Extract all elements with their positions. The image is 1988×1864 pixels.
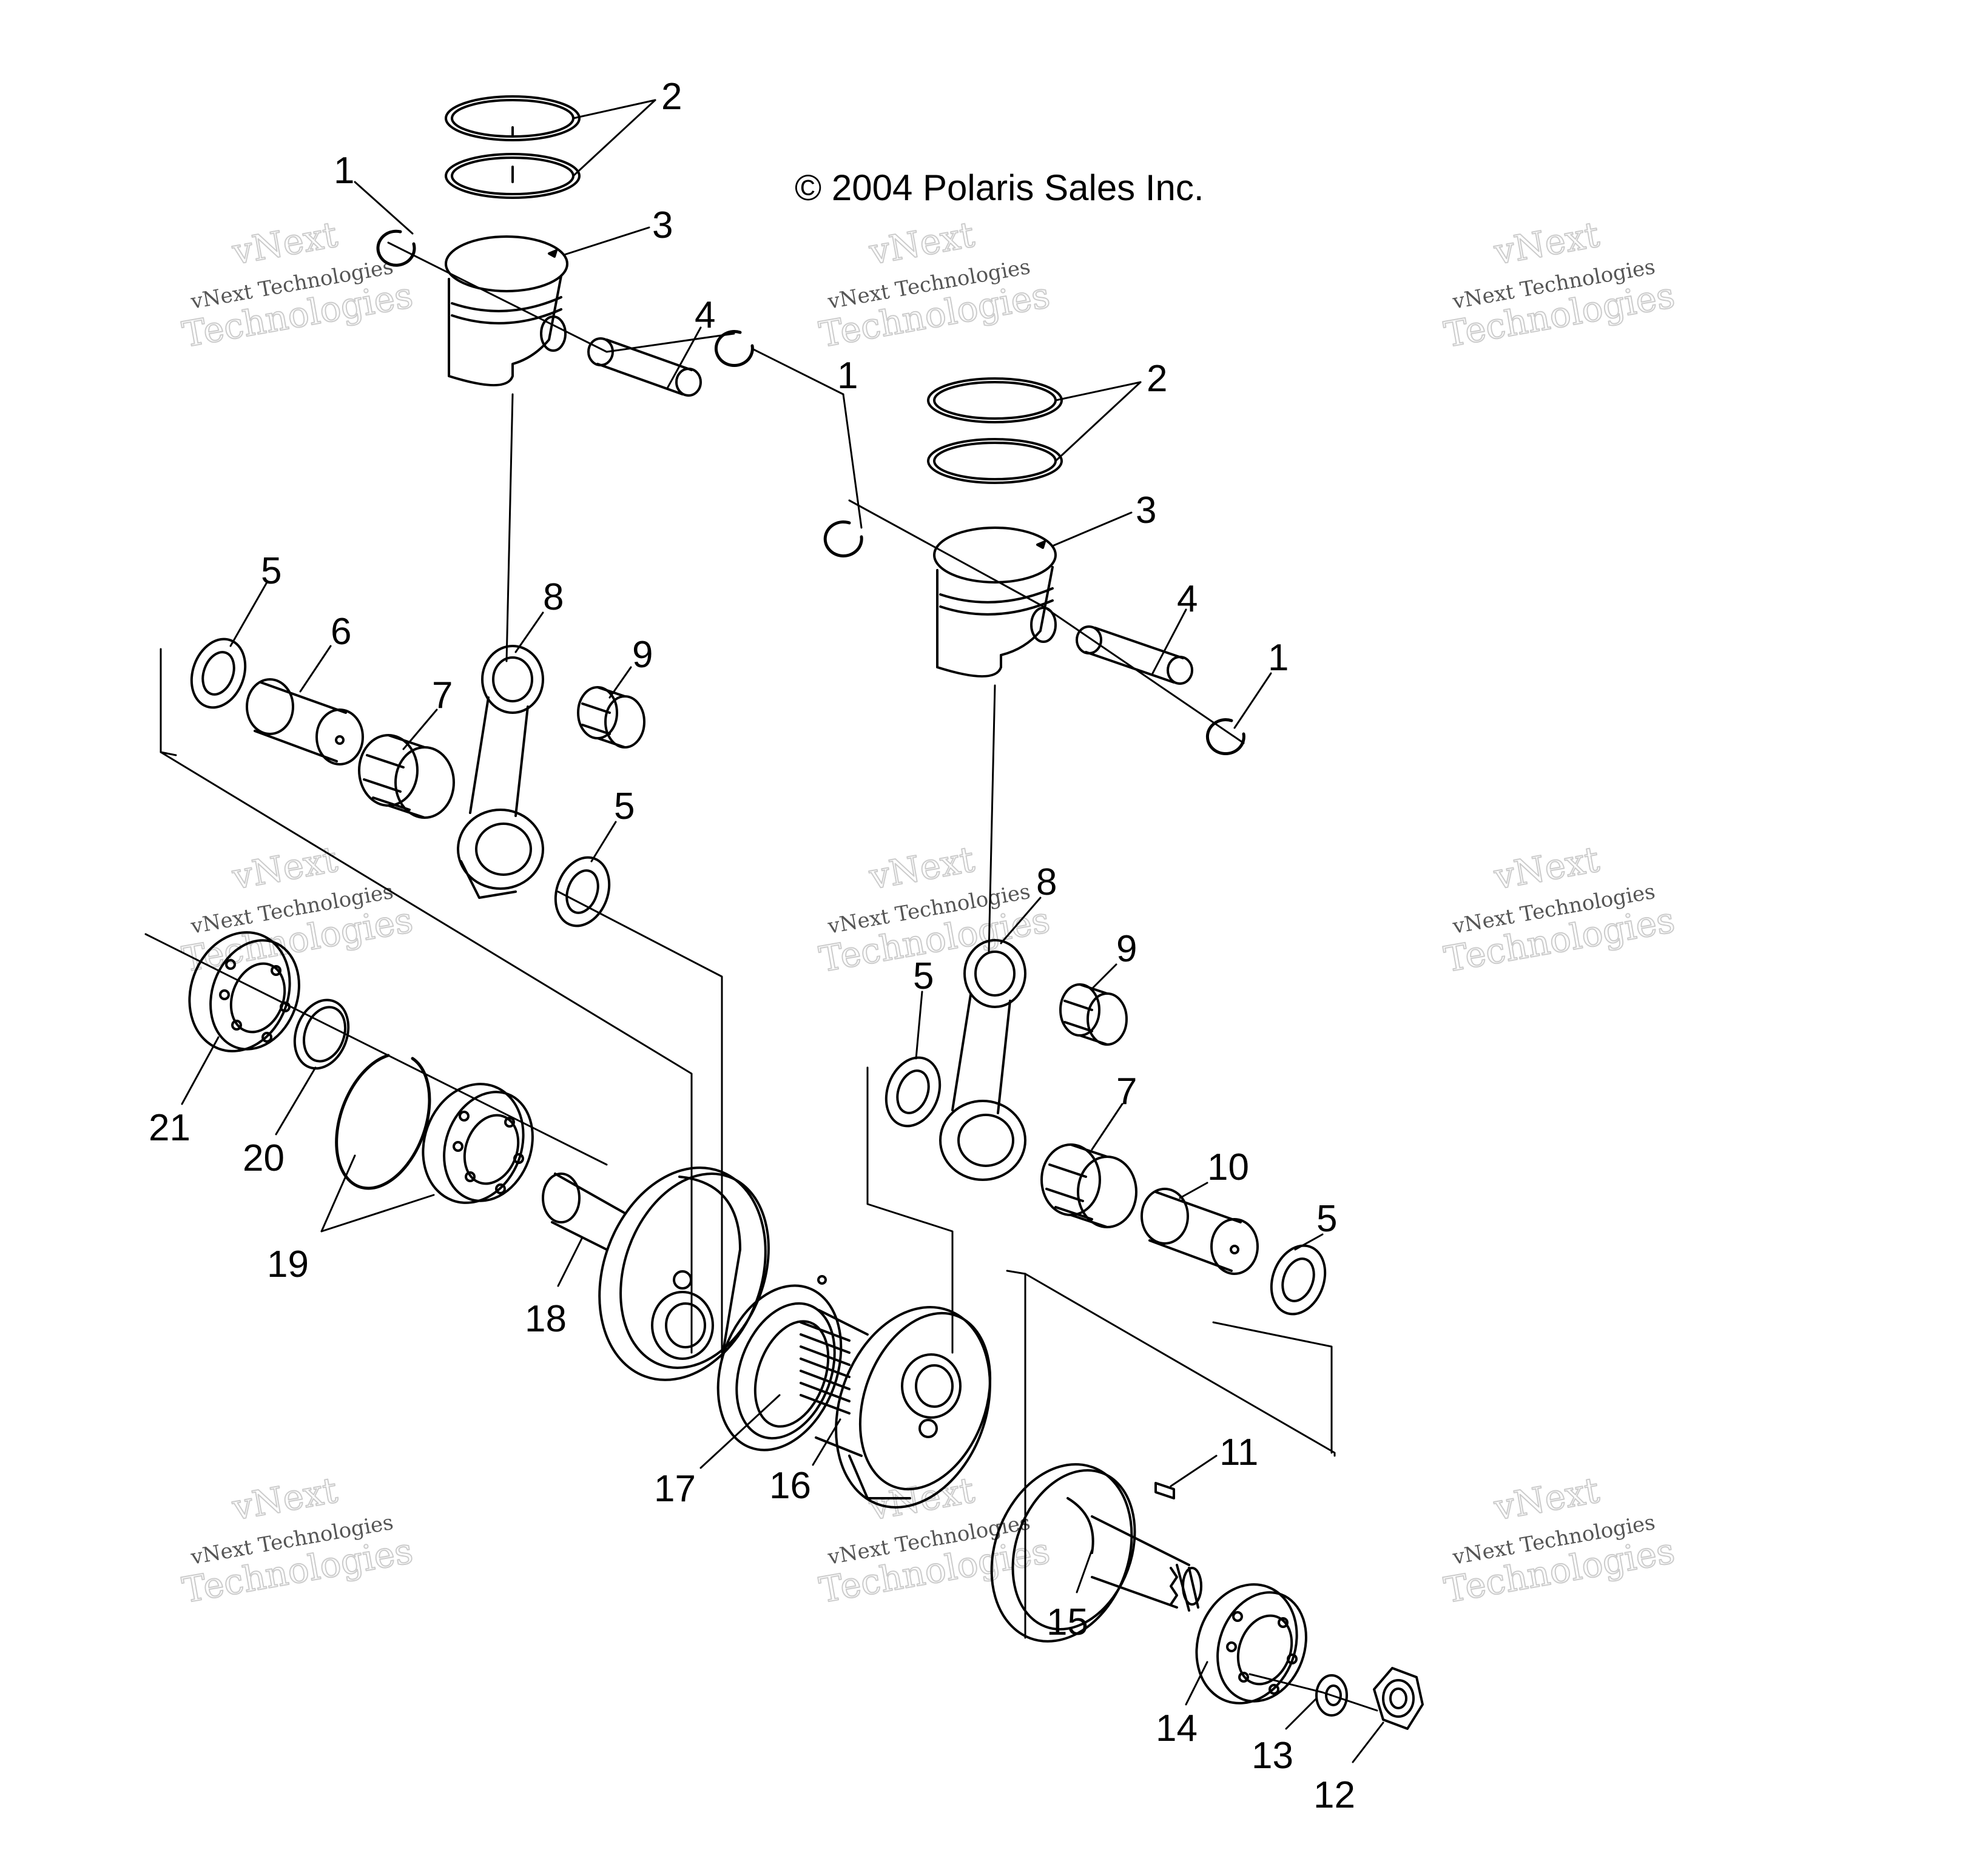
snap-ring (335, 1054, 431, 1190)
thrust-washer-4 (1270, 1244, 1327, 1316)
svg-text:vNext: vNext (1491, 214, 1602, 272)
piston-ring-lower-2 (927, 438, 1063, 484)
callout-6: 6 (331, 611, 351, 653)
piston-1 (445, 235, 568, 386)
watermark-9: vNext vNext Technologies Technologies (1441, 1469, 1679, 1612)
piston-ring-upper-1 (445, 95, 581, 141)
callout-7: 7 (432, 675, 453, 716)
crank-nut (1373, 1667, 1424, 1730)
callout-2: 2 (661, 76, 682, 118)
crankshaft-center-web (835, 1306, 992, 1509)
watermark-6: vNext vNext Technologies Technologies (1441, 838, 1679, 981)
callout-5: 5 (1316, 1198, 1337, 1240)
callout-19: 19 (267, 1243, 309, 1285)
callout-labels: 1 2 3 4 1 2 3 4 1 5 6 7 8 9 5 8 9 5 7 10… (149, 76, 1355, 1816)
needle-bearing-1 (358, 734, 455, 819)
connecting-rod-1 (457, 645, 544, 899)
small-end-bearing-1 (577, 686, 645, 749)
callout-17: 17 (654, 1468, 696, 1510)
watermark-7: vNext vNext Technologies Technologies (179, 1469, 417, 1612)
circlip-3 (823, 520, 863, 557)
crankshaft-left-half (542, 1166, 770, 1381)
callout-1: 1 (334, 150, 354, 192)
callout-4: 4 (1177, 578, 1198, 620)
svg-text:vNext: vNext (866, 838, 977, 897)
main-bearing-left-inner (422, 1083, 534, 1204)
callout-1: 1 (837, 355, 858, 397)
callout-1: 1 (1268, 637, 1289, 679)
lock-washer (1315, 1674, 1348, 1717)
callout-9: 9 (1116, 928, 1137, 970)
svg-text:vNext: vNext (1491, 1469, 1602, 1528)
watermark-3: vNext vNext Technologies Technologies (1441, 213, 1679, 356)
callout-16: 16 (769, 1465, 811, 1507)
piston-ring-lower-1 (445, 153, 581, 199)
callout-3: 3 (652, 204, 673, 246)
woodruff-key (1154, 1482, 1175, 1499)
callout-5: 5 (913, 955, 934, 997)
callout-14: 14 (1156, 1708, 1198, 1749)
callout-13: 13 (1252, 1735, 1293, 1777)
main-bearing-left-outer (188, 931, 300, 1052)
callout-12: 12 (1313, 1774, 1355, 1816)
piston-ring-upper-2 (927, 377, 1063, 423)
svg-text:vNext: vNext (229, 214, 340, 272)
small-end-bearing-2 (1059, 983, 1128, 1046)
callout-20: 20 (243, 1137, 285, 1179)
piston-pin-1 (587, 337, 702, 397)
crankshaft-right-half (990, 1463, 1202, 1643)
callout-18: 18 (525, 1298, 567, 1340)
callout-10: 10 (1207, 1146, 1249, 1188)
callout-2: 2 (1147, 358, 1167, 400)
crank-pin-2 (1141, 1188, 1259, 1275)
connecting-rod-2 (939, 939, 1026, 1181)
callout-11: 11 (1219, 1432, 1258, 1473)
crank-pin-1 (246, 678, 364, 765)
callout-4: 4 (695, 294, 715, 336)
callout-15: 15 (1046, 1601, 1088, 1643)
svg-text:vNext: vNext (229, 838, 340, 897)
callout-7: 7 (1116, 1071, 1137, 1112)
main-bearing-right (1195, 1583, 1307, 1704)
svg-text:vNext: vNext (1491, 838, 1602, 897)
callout-9: 9 (632, 634, 653, 676)
thrust-washer-1 (190, 638, 247, 709)
circlip-2 (714, 330, 754, 367)
callout-21: 21 (149, 1107, 190, 1149)
piston-pin-2 (1076, 625, 1193, 685)
assembly-lines (144, 241, 1378, 1712)
callout-8: 8 (543, 576, 564, 618)
shim-washer (293, 998, 350, 1070)
watermark-2: vNext vNext Technologies Technologies (816, 213, 1054, 356)
callout-5: 5 (261, 550, 281, 592)
leader-lines (181, 99, 1384, 1763)
watermark-1: vNext vNext Technologies Technologies (179, 213, 417, 356)
needle-bearing-2 (1040, 1143, 1137, 1228)
thrust-washer-2 (554, 856, 611, 927)
piston-2 (933, 527, 1057, 678)
circlip-1 (376, 229, 416, 267)
svg-text:vNext: vNext (229, 1469, 340, 1528)
svg-text:vNext: vNext (866, 214, 977, 272)
center-labyrinth-seal (716, 1275, 869, 1457)
callout-5: 5 (614, 786, 635, 827)
thrust-washer-3 (884, 1056, 942, 1128)
callout-3: 3 (1136, 490, 1156, 531)
circlip-4 (1205, 718, 1245, 755)
callout-8: 8 (1036, 861, 1057, 903)
copyright-notice: © 2004 Polaris Sales Inc. (795, 167, 1204, 208)
